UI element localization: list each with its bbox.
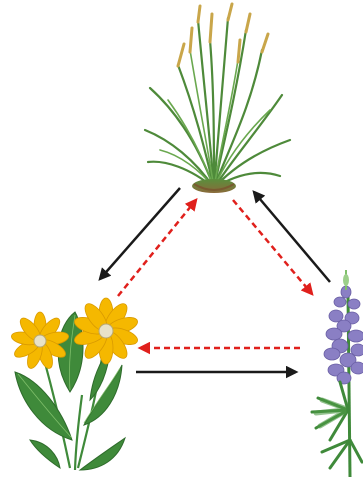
yellow-flower-plant-icon (10, 298, 139, 470)
purple-lupine-plant-icon (312, 270, 363, 477)
grass-clump-icon (145, 4, 290, 193)
